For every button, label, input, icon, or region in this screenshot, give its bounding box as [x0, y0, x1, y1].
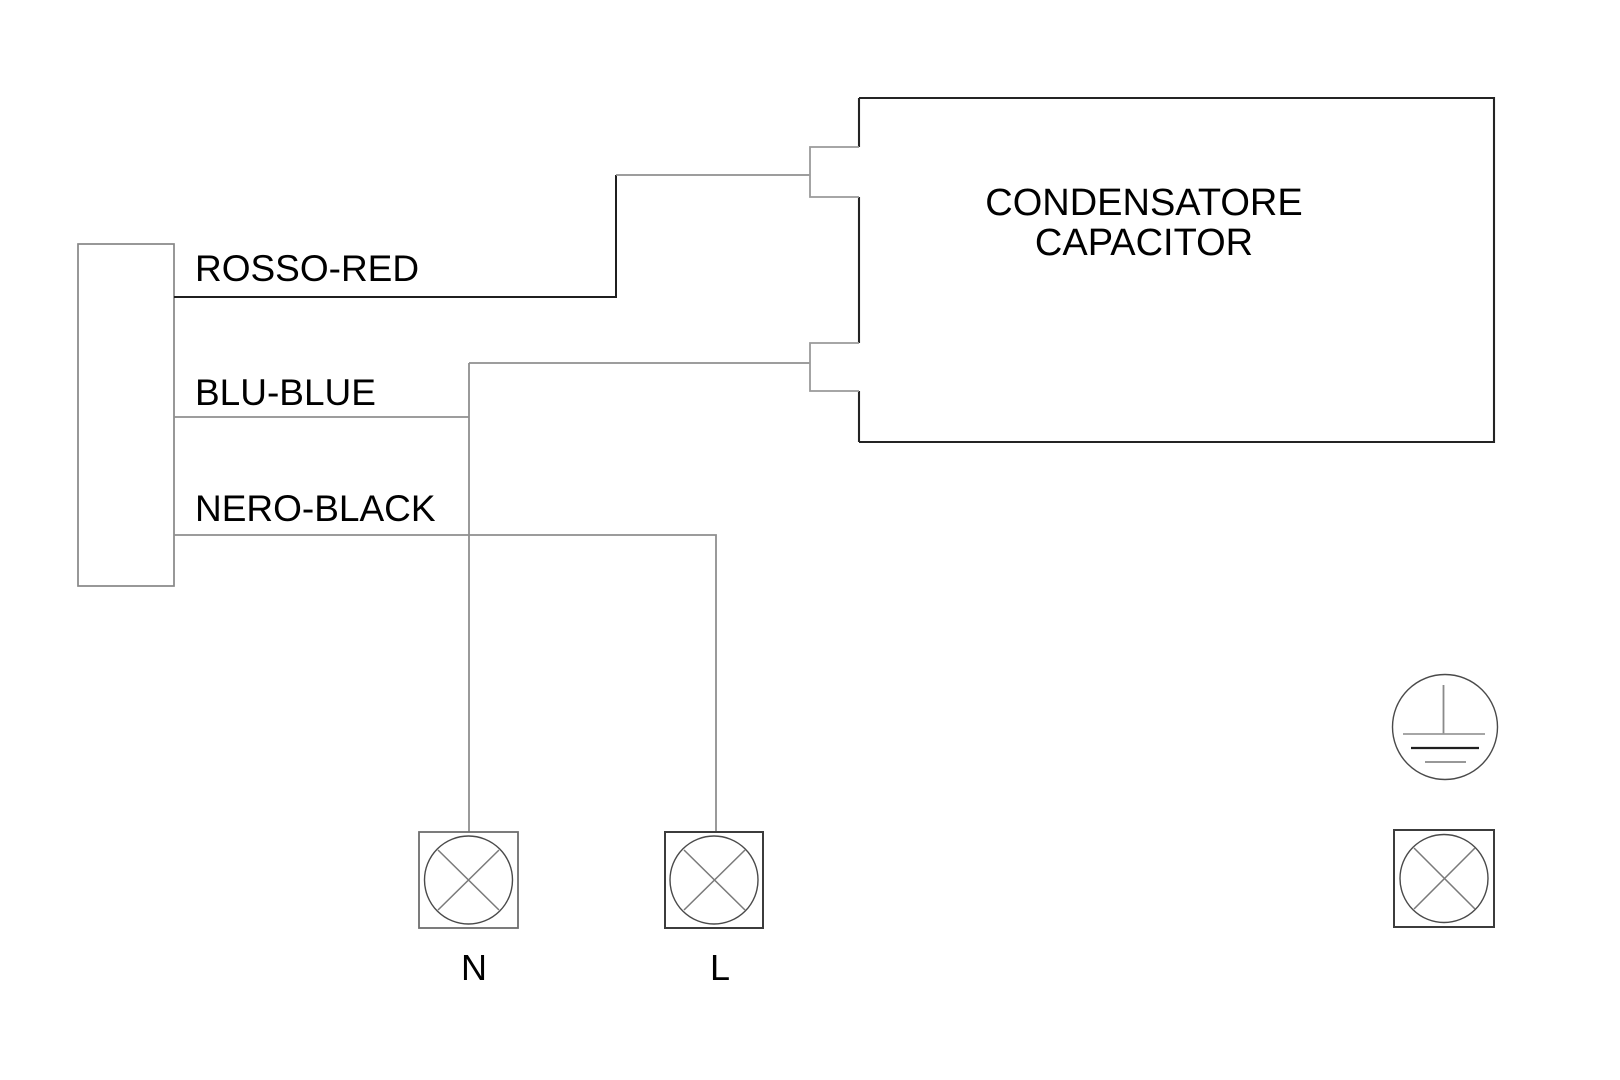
- capacitor-label-line1: CONDENSATORE: [985, 182, 1302, 224]
- earth-circle: [1391, 673, 1499, 781]
- wire-label-rosso-red: ROSSO-RED: [195, 248, 419, 289]
- capacitor-label-line2: CAPACITOR: [1035, 222, 1253, 264]
- terminal-l-label: L: [710, 947, 730, 988]
- wire-rosso-red: [174, 175, 617, 298]
- protective-earth-icon: [1391, 673, 1499, 781]
- terminal-n-label: N: [461, 947, 487, 988]
- capacitor-terminal-notch-bottom: [809, 342, 859, 392]
- capacitor-terminal-notch-top: [809, 146, 859, 198]
- capacitor-box-outline: [859, 96, 1496, 444]
- terminal-l-circle: [669, 835, 759, 925]
- lamp-symbol-cross: [1413, 847, 1476, 910]
- terminal-n-circle: [423, 835, 514, 925]
- wire-label-blu-blue: BLU-BLUE: [195, 372, 376, 413]
- terminal-n-cross: [437, 849, 500, 911]
- terminal-l-cross: [683, 849, 746, 911]
- lamp-symbol-icon: [1393, 829, 1495, 928]
- lamp-symbol-circle: [1399, 833, 1489, 924]
- lamp-terminal-n-icon: [418, 831, 519, 929]
- capacitor-box: CONDENSATORE CAPACITOR: [809, 96, 1496, 444]
- wire-label-nero-black: NERO-BLACK: [195, 488, 436, 529]
- wire-nero-black: [174, 534, 717, 832]
- lamp-terminal-l-icon: [664, 831, 764, 929]
- connector-block: [77, 243, 175, 587]
